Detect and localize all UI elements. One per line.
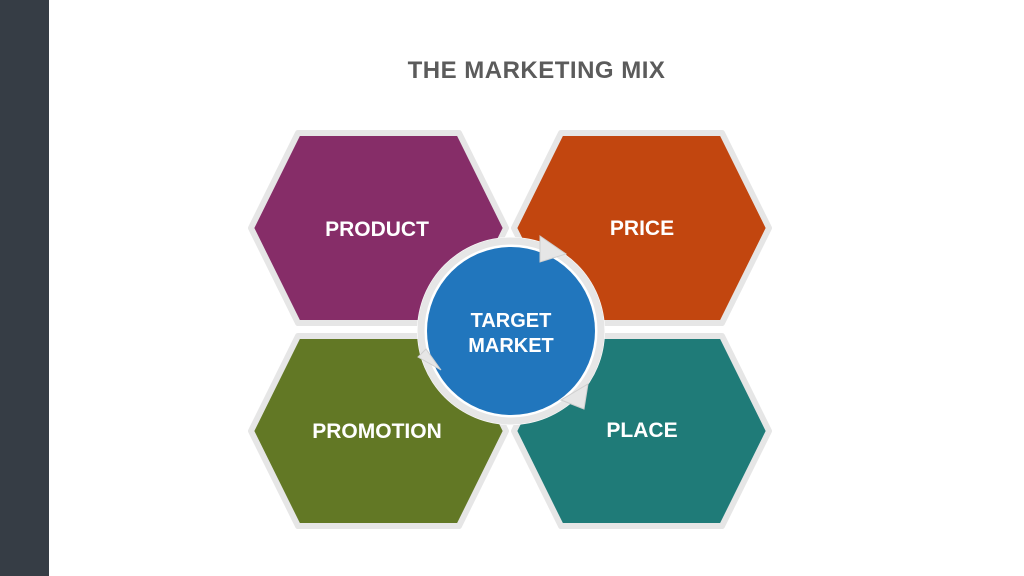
target-market-center: TARGET MARKET [417, 235, 605, 425]
hexagon-price-label: PRICE [610, 217, 674, 240]
hexagon-product-label: PRODUCT [325, 218, 429, 241]
cycle-arrow-left-icon [417, 348, 442, 371]
target-market-label-line2: MARKET [468, 335, 554, 357]
hexagon-promotion-label: PROMOTION [312, 420, 442, 443]
target-market-label-line1: TARGET [471, 310, 552, 332]
hexagon-place-label: PLACE [606, 419, 677, 442]
left-sidebar-bar [0, 0, 49, 576]
diagram-title: THE MARKETING MIX [407, 57, 666, 84]
cycle-arrow-bottom-right-icon [559, 383, 589, 410]
cycle-arrow-top-right-icon [539, 235, 568, 263]
target-market-circle [427, 247, 595, 415]
cycle-ring-track [417, 237, 605, 425]
